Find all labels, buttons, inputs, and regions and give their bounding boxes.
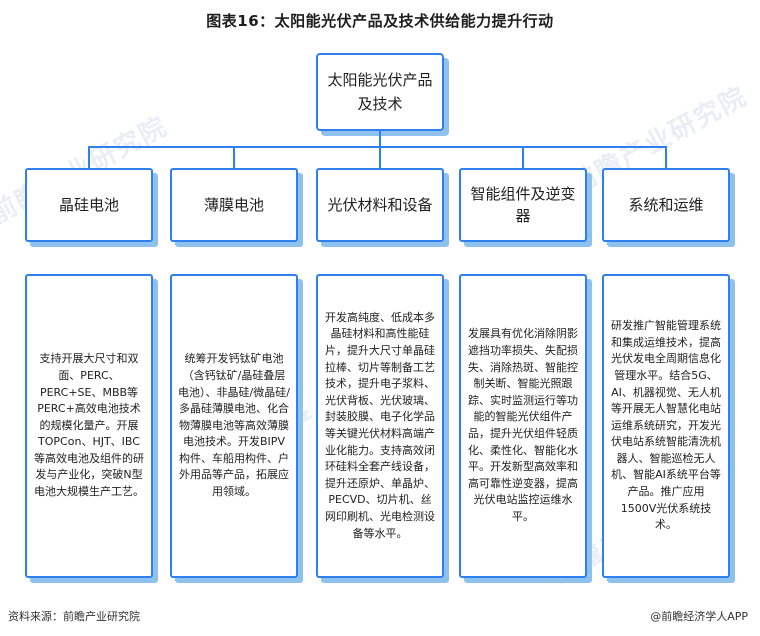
category-system-operation: 系统和运维 bbox=[602, 168, 730, 242]
category-label: 薄膜电池 bbox=[203, 196, 264, 214]
connector-cat-1 bbox=[88, 146, 90, 168]
description-text: 研发推广智能管理系统和集成运维技术，提高光伏发电全周期信息化管理水平。结合5G、… bbox=[611, 319, 721, 532]
source-note: 资料来源：前瞻产业研究院 bbox=[8, 610, 140, 623]
root-node: 太阳能光伏产品及技术 bbox=[316, 53, 444, 131]
connector-cat-3 bbox=[379, 146, 381, 168]
category-crystalline-silicon-cell: 晶硅电池 bbox=[25, 168, 153, 242]
category-label: 智能组件及逆变器 bbox=[470, 185, 576, 225]
description-thin-film-cell: 统筹开发钙钛矿电池（含钙钛矿/晶硅叠层电池）、非晶硅/微晶硅/多晶硅薄膜电池、化… bbox=[170, 274, 298, 578]
connector-horizontal bbox=[88, 146, 666, 148]
description-text: 支持开展大尺寸和双面、PERC、PERC+SE、MBB等PERC+高效电池技术的… bbox=[34, 352, 144, 499]
description-text: 统筹开发钙钛矿电池（含钙钛矿/晶硅叠层电池）、非晶硅/微晶硅/多晶硅薄膜电池、化… bbox=[178, 352, 290, 499]
description-text: 开发高纯度、低成本多晶硅材料和高性能硅片，提升大尺寸单晶硅拉棒、切片等制备工艺技… bbox=[325, 310, 435, 540]
category-thin-film-cell: 薄膜电池 bbox=[170, 168, 298, 242]
description-smart-module-inverter: 发展具有优化消除阴影遮挡功率损失、失配损失、消除热斑、智能控制关断、智能光照跟踪… bbox=[459, 274, 587, 578]
category-label: 晶硅电池 bbox=[58, 196, 119, 214]
connector-cat-2 bbox=[233, 146, 235, 168]
connector-cat-4 bbox=[522, 146, 524, 168]
category-label: 系统和运维 bbox=[628, 196, 704, 214]
description-crystalline-silicon-cell: 支持开展大尺寸和双面、PERC、PERC+SE、MBB等PERC+高效电池技术的… bbox=[25, 274, 153, 578]
category-label: 光伏材料和设备 bbox=[327, 196, 433, 214]
description-text: 发展具有优化消除阴影遮挡功率损失、失配损失、消除热斑、智能控制关断、智能光照跟踪… bbox=[468, 327, 578, 523]
brand-credit: @前瞻经济学人APP bbox=[650, 610, 748, 623]
description-system-operation: 研发推广智能管理系统和集成运维技术，提高光伏发电全周期信息化管理水平。结合5G、… bbox=[602, 274, 730, 578]
connector-cat-5 bbox=[665, 146, 667, 168]
connector-root bbox=[379, 131, 381, 147]
description-pv-materials-equipment: 开发高纯度、低成本多晶硅材料和高性能硅片，提升大尺寸单晶硅拉棒、切片等制备工艺技… bbox=[316, 274, 444, 578]
page-title: 图表16：太阳能光伏产品及技术供给能力提升行动 bbox=[206, 12, 554, 30]
root-node-label: 太阳能光伏产品及技术 bbox=[327, 71, 433, 113]
category-pv-materials-equipment: 光伏材料和设备 bbox=[316, 168, 444, 242]
category-smart-module-inverter: 智能组件及逆变器 bbox=[459, 168, 587, 242]
